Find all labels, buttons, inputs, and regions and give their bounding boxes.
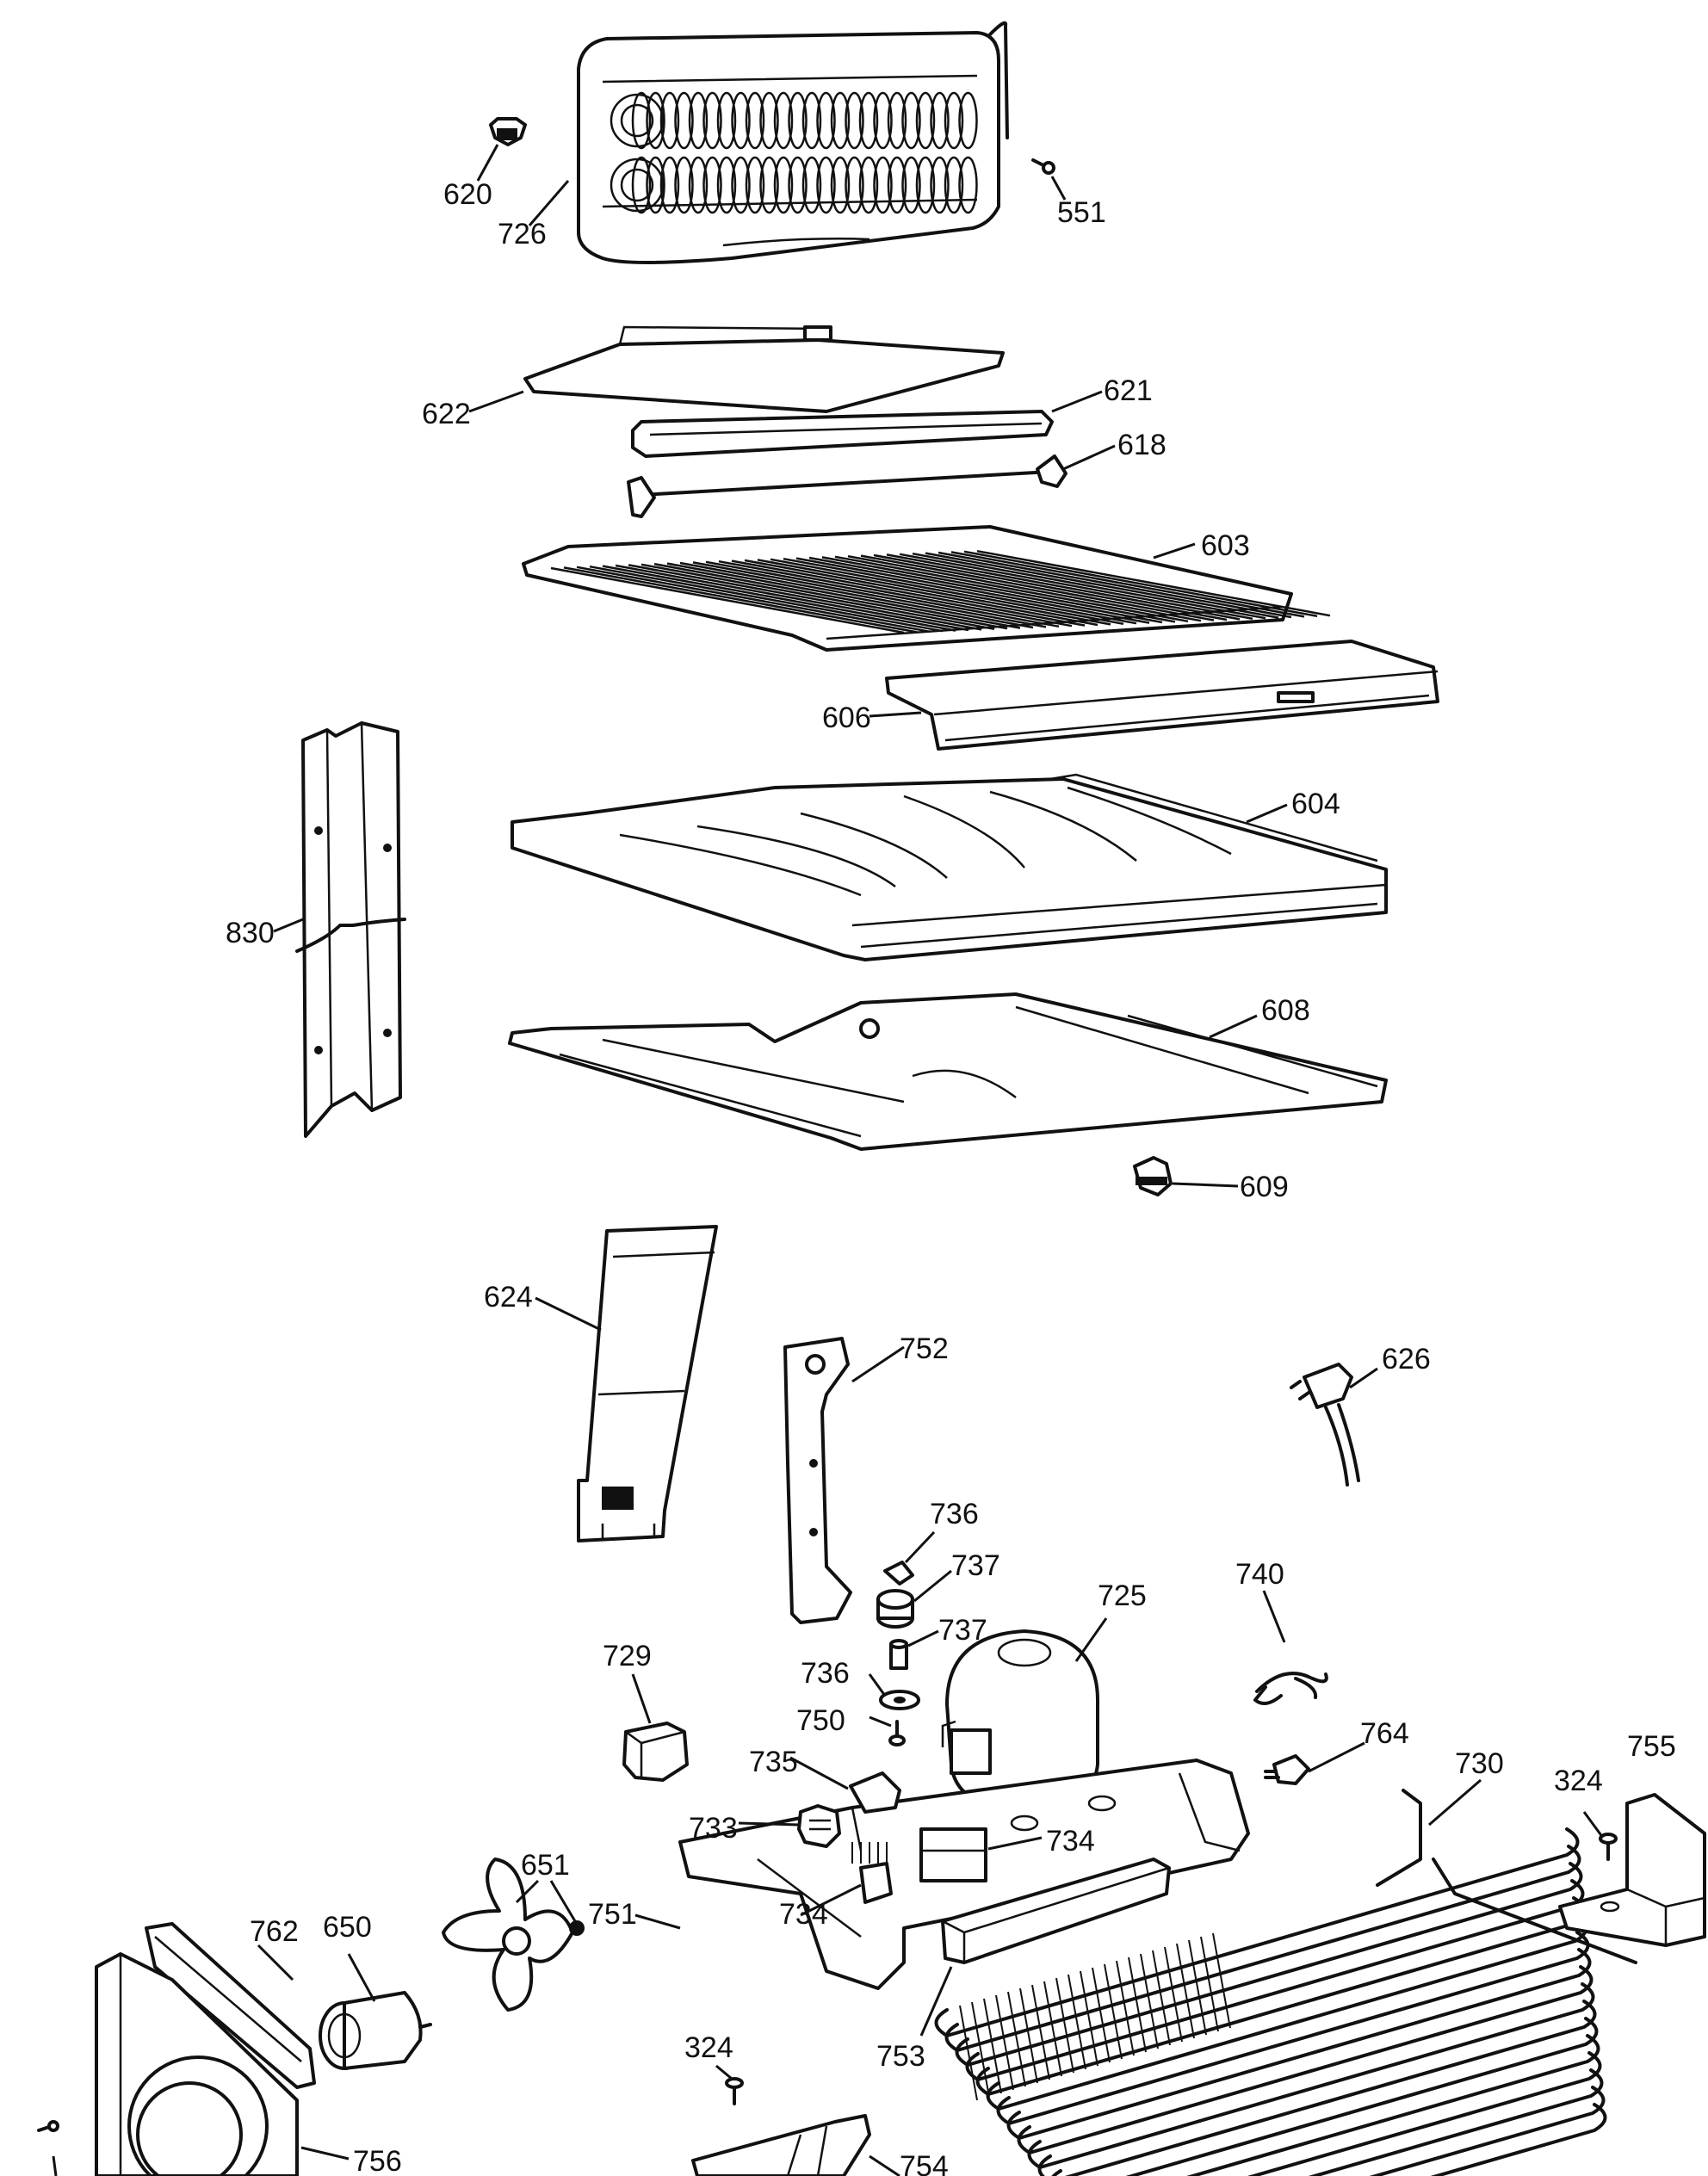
callout-618: 618 bbox=[1117, 429, 1167, 461]
spacer bbox=[889, 1639, 908, 1670]
fan-shroud bbox=[145, 1922, 316, 2089]
callout-603: 603 bbox=[1201, 529, 1250, 562]
callout-735: 735 bbox=[749, 1746, 798, 1778]
callout-324b: 324 bbox=[684, 2031, 733, 2064]
knob bbox=[1133, 1156, 1173, 1196]
air-duct bbox=[577, 1225, 718, 1542]
callout-620: 620 bbox=[443, 178, 492, 211]
screw bbox=[725, 2077, 744, 2105]
callout-752: 752 bbox=[900, 1332, 949, 1365]
callout-606: 606 bbox=[822, 702, 871, 734]
callout-750: 750 bbox=[796, 1704, 845, 1737]
callout-734a: 734 bbox=[1046, 1825, 1095, 1858]
callout-608: 608 bbox=[1261, 994, 1310, 1027]
callout-730: 730 bbox=[1455, 1747, 1504, 1780]
callout-756: 756 bbox=[353, 2145, 402, 2176]
fan-housing bbox=[95, 1952, 299, 2176]
callout-624: 624 bbox=[484, 1281, 533, 1314]
fan-blade bbox=[442, 1858, 585, 2012]
middle-shelf bbox=[511, 773, 1388, 961]
callout-604: 604 bbox=[1291, 788, 1340, 820]
relay bbox=[622, 1722, 689, 1782]
callout-737a: 737 bbox=[951, 1549, 1000, 1582]
evaporator bbox=[577, 21, 1009, 264]
callout-751: 751 bbox=[588, 1898, 637, 1931]
support-rod bbox=[627, 454, 1068, 518]
cord-clip bbox=[1253, 1672, 1328, 1705]
evaporator-support bbox=[631, 410, 1054, 458]
callout-740: 740 bbox=[1235, 1558, 1284, 1591]
mounting-grommet bbox=[851, 1842, 893, 1904]
crisper-cover bbox=[508, 992, 1388, 1151]
callout-725: 725 bbox=[1098, 1579, 1147, 1612]
callout-622: 622 bbox=[422, 398, 471, 430]
grommet-clip bbox=[883, 1561, 914, 1586]
callout-753: 753 bbox=[876, 2040, 925, 2073]
mounting-grommet bbox=[919, 1827, 987, 1882]
callout-737b: 737 bbox=[938, 1614, 987, 1647]
clip bbox=[1264, 1754, 1310, 1785]
callout-626: 626 bbox=[1382, 1343, 1431, 1375]
leader-lines bbox=[52, 144, 1605, 2176]
top-shelf bbox=[522, 525, 1331, 652]
callout-736b: 736 bbox=[801, 1657, 850, 1690]
screw bbox=[37, 2120, 59, 2132]
callout-650: 650 bbox=[323, 1911, 372, 1944]
overload bbox=[797, 1804, 841, 1848]
callout-734b: 734 bbox=[779, 1898, 828, 1931]
callout-733: 733 bbox=[689, 1812, 738, 1845]
screw bbox=[1599, 1833, 1618, 1861]
fan-motor bbox=[319, 1991, 432, 2070]
callout-762: 762 bbox=[250, 1915, 299, 1948]
callout-764: 764 bbox=[1360, 1717, 1409, 1750]
callout-324a: 324 bbox=[1554, 1765, 1603, 1797]
compressor bbox=[941, 1629, 1099, 1814]
corner-bracket bbox=[1558, 1793, 1706, 1947]
washer bbox=[879, 1690, 920, 1710]
grommet bbox=[876, 1589, 914, 1629]
callout-755: 755 bbox=[1627, 1730, 1676, 1763]
washer-screw bbox=[888, 1720, 906, 1746]
thermostat-knob bbox=[489, 117, 527, 146]
callout-736a: 736 bbox=[930, 1498, 979, 1530]
callout-651: 651 bbox=[521, 1849, 570, 1882]
callout-726: 726 bbox=[498, 218, 547, 250]
callout-754: 754 bbox=[900, 2150, 949, 2176]
rear-cover bbox=[523, 325, 1005, 413]
drain-tray bbox=[691, 2114, 871, 2176]
callout-labels: 620 726 551 622 621 618 603 606 604 830 … bbox=[226, 178, 1676, 2176]
shelf-trim bbox=[885, 640, 1439, 751]
screw bbox=[1031, 158, 1055, 175]
overload-cover bbox=[849, 1771, 901, 1814]
drain-pan bbox=[941, 1858, 1171, 1964]
callout-551: 551 bbox=[1057, 196, 1106, 229]
callout-729: 729 bbox=[603, 1640, 652, 1672]
power-cord bbox=[1290, 1363, 1360, 1487]
compressor-bracket bbox=[783, 1337, 852, 1624]
callout-830: 830 bbox=[226, 917, 275, 949]
door-stop-bar bbox=[295, 721, 406, 1138]
callout-609: 609 bbox=[1240, 1171, 1289, 1203]
callout-621: 621 bbox=[1104, 374, 1153, 407]
